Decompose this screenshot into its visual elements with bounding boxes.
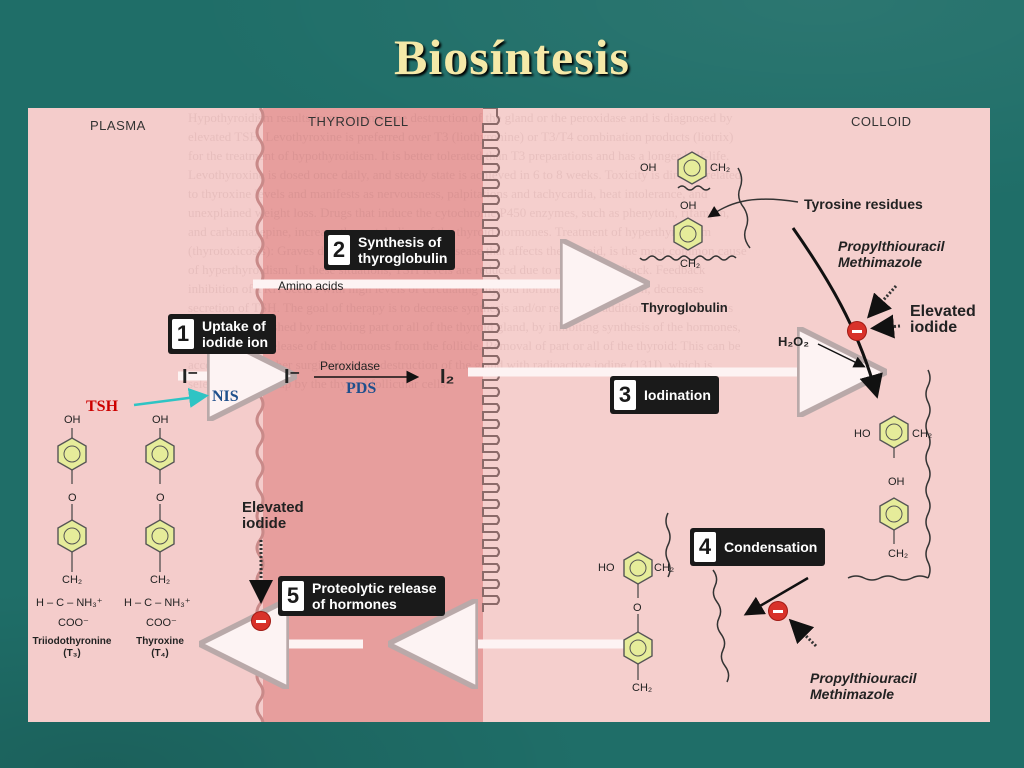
- step-label: Synthesis of thyroglobulin: [358, 234, 448, 266]
- t4-label: Thyroxine (T₄): [136, 636, 184, 659]
- step-label: Proteolytic release of hormones: [312, 580, 437, 612]
- step-uptake-iodide: 1 Uptake of iodide ion: [168, 314, 277, 354]
- ring-colloid-4: [879, 497, 909, 531]
- tyrosine-arrow: [707, 198, 799, 218]
- chem-o: O: [68, 492, 77, 504]
- chem-ch2: CH₂: [912, 428, 933, 440]
- step-number: 3: [614, 380, 636, 410]
- t3-label: Triiodothyronine (T₃): [32, 636, 112, 659]
- inhibition-icon: [848, 322, 866, 340]
- step-number: 5: [282, 581, 304, 611]
- chem-o: O: [633, 602, 642, 614]
- inhibition-icon: [769, 602, 787, 620]
- h2o2-arrow: [817, 343, 866, 368]
- chem-amine: H – C – NH₃⁺: [124, 597, 191, 609]
- chem-ch2: CH₂: [710, 162, 731, 174]
- chem-coo: COO⁻: [146, 617, 177, 629]
- condensation-arrow: [743, 576, 809, 616]
- step-iodination: 3 Iodination: [610, 376, 719, 414]
- thyroglobulin-chain-top: [639, 167, 751, 261]
- drug-label-top: Propylthiouracil Methimazole: [838, 238, 945, 270]
- chem-ch2: CH₂: [150, 574, 171, 586]
- apical-membrane: [482, 108, 500, 612]
- ring-t4-2: [145, 519, 175, 553]
- chem-oh: OH: [152, 414, 169, 426]
- chem-oh: OH: [640, 162, 657, 174]
- ring-colloid-1: [677, 151, 707, 185]
- iodide-cell: I⁻: [284, 366, 301, 388]
- iodide-plasma: I⁻: [182, 366, 199, 388]
- step-number: 4: [694, 532, 716, 562]
- iodination-curve-arrow: [791, 227, 883, 399]
- step-number: 2: [328, 235, 350, 265]
- slide-title: Biosíntesis: [393, 29, 631, 85]
- chem-ch2: CH₂: [654, 562, 675, 574]
- nis-overlay-label: NIS: [212, 388, 239, 405]
- step-label: Uptake of iodide ion: [202, 318, 269, 350]
- chem-amine: H – C – NH₃⁺: [36, 597, 103, 609]
- ring-colloid-5: [623, 551, 653, 585]
- chem-ch2: CH₂: [62, 574, 83, 586]
- tsh-overlay-label: TSH: [86, 398, 119, 415]
- ring-t4-1: [145, 437, 175, 471]
- step-condensation: 4 Condensation: [690, 528, 826, 566]
- iodide-inhibit-arrow-colloid: [870, 314, 901, 339]
- step-label: Condensation: [724, 539, 818, 555]
- elevated-iodide-colloid-label: Elevated iodide: [910, 303, 976, 336]
- chem-ch2: CH₂: [680, 258, 701, 270]
- chem-o: O: [156, 492, 165, 504]
- ring-t3-1: [57, 437, 87, 471]
- step-proteolytic-release: 5 Proteolytic release of hormones: [278, 576, 445, 616]
- amino-acids-label: Amino acids: [278, 279, 344, 293]
- tyrosine-residues-label: Tyrosine residues: [804, 196, 923, 212]
- diagram-graphics: [57, 108, 931, 722]
- chem-coo: COO⁻: [58, 617, 89, 629]
- thyroid-biosynthesis-figure: Hypothyroidism results from autoimmune d…: [28, 108, 990, 722]
- drug-label-bottom: Propylthiouracil Methimazole: [810, 670, 917, 702]
- colloid-zone: [483, 108, 990, 722]
- chem-oh: OH: [680, 200, 697, 212]
- ring-t3-2: [57, 519, 87, 553]
- ring-colloid-6: [623, 631, 653, 665]
- step-synthesis-thyroglobulin: 2 Synthesis of thyroglobulin: [324, 230, 456, 270]
- thyroglobulin-chain-right: [847, 369, 931, 581]
- chem-ho: HO: [854, 428, 871, 440]
- thyroglobulin-label: Thyroglobulin: [641, 300, 728, 315]
- pds-overlay-label: PDS: [346, 380, 377, 397]
- chem-oh: OH: [64, 414, 81, 426]
- elevated-iodide-cell-label: Elevated iodide: [242, 499, 304, 532]
- drug-inhibit-arrow-top: [867, 285, 898, 319]
- thyroglobulin-chain-bottom: [665, 512, 730, 683]
- chem-ch2: CH₂: [888, 548, 909, 560]
- inhibition-icon: [252, 612, 270, 630]
- step-number: 1: [172, 319, 194, 349]
- ring-colloid-2: [673, 217, 703, 251]
- step-label: Iodination: [644, 387, 711, 403]
- drug-inhibit-arrow-bottom: [788, 618, 818, 648]
- ring-colloid-3: [879, 415, 909, 449]
- colloid-label: COLLOID: [851, 114, 912, 129]
- peroxidase-label: Peroxidase: [320, 359, 381, 373]
- chem-oh: OH: [888, 476, 905, 488]
- plasma-label: PLASMA: [90, 118, 146, 133]
- chem-ho: HO: [598, 562, 615, 574]
- tsh-nis-arrow: [133, 387, 209, 408]
- chem-ch2: CH₂: [632, 682, 653, 694]
- thyroid-cell-label: THYROID CELL: [308, 114, 409, 129]
- iodine-label: I₂: [440, 366, 455, 388]
- h2o2-label: H₂O₂: [778, 334, 810, 349]
